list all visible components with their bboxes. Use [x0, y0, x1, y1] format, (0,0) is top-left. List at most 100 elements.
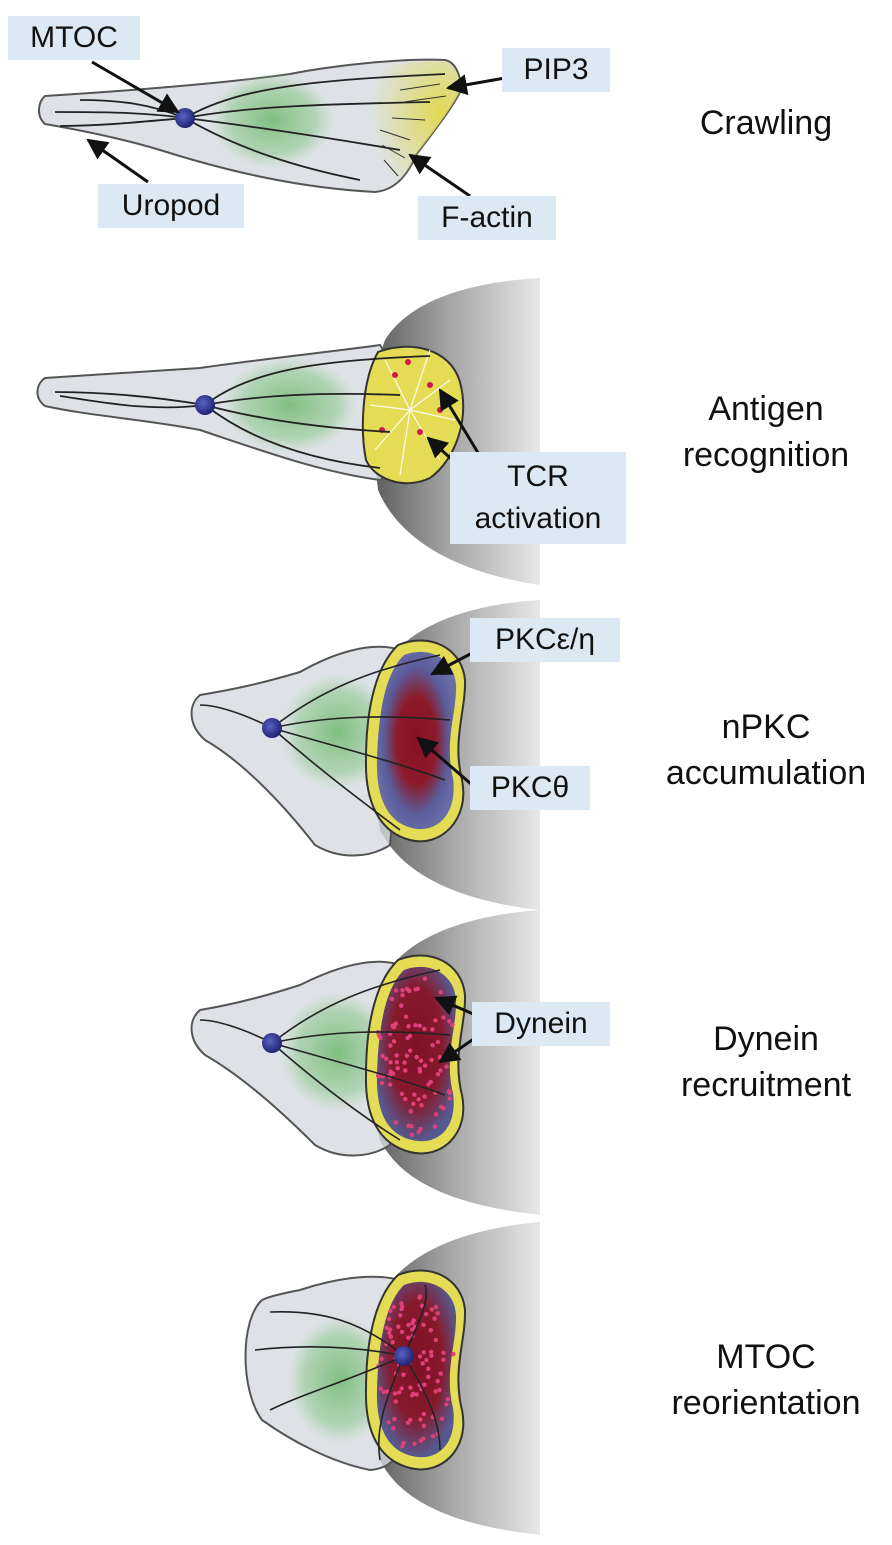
- dynein-speckle: [418, 1417, 423, 1422]
- dynein-speckle: [429, 1353, 434, 1359]
- dynein-speckle: [386, 1420, 391, 1425]
- stage-label-crawling: Crawling: [699, 104, 833, 142]
- stage-label-mtoc-reorientation: MTOC reorientation: [671, 1338, 861, 1422]
- dynein-speckle: [444, 1064, 449, 1069]
- dynein-speckle: [411, 1391, 416, 1397]
- dynein-speckle: [438, 1371, 443, 1376]
- dynein-speckle: [417, 1294, 423, 1299]
- dynein-speckle: [441, 1106, 446, 1111]
- dynein-speckle: [412, 1441, 417, 1447]
- dynein-speckle: [399, 1329, 405, 1335]
- microtubules: [54, 73, 446, 181]
- dynein-speckle: [441, 1350, 446, 1355]
- stage-label-antigen-recognition: Antigen recognition: [682, 390, 850, 474]
- dynein-speckle: [409, 1124, 414, 1129]
- stage-mtoc-reorientation-cell: [244, 1222, 540, 1535]
- arrow-factin: [408, 153, 471, 198]
- dynein-speckle: [430, 1043, 435, 1048]
- dynein-speckle: [399, 1003, 404, 1008]
- dynein-speckle: [437, 1055, 443, 1060]
- dynein-speckle: [388, 1043, 393, 1048]
- microtubules: [54, 355, 431, 469]
- dynein-speckle: [406, 1023, 411, 1029]
- dynein-speckle: [378, 1386, 383, 1391]
- dynein-speckle: [419, 1103, 424, 1108]
- dynein-speckle: [391, 1426, 396, 1431]
- callout-pip3: PIP3: [502, 48, 610, 92]
- dynein-speckle: [389, 996, 395, 1002]
- mtoc-dot: [175, 108, 195, 128]
- dynein-speckle: [426, 1082, 431, 1087]
- dynein-speckle: [434, 1304, 439, 1310]
- dynein-speckle: [413, 1023, 418, 1028]
- dynein-speckle: [432, 1124, 438, 1129]
- dynein-speckle: [438, 990, 443, 995]
- dynein-speckle: [422, 1382, 427, 1387]
- dynein-speckle: [393, 1120, 398, 1125]
- dynein-dots: [375, 976, 455, 1138]
- dynein-speckle: [395, 1066, 400, 1071]
- callout-pkc-theta: PKCθ: [470, 766, 590, 810]
- dynein-speckle: [451, 1351, 456, 1357]
- dynein-speckle: [391, 1304, 396, 1310]
- dynein-speckle: [433, 1018, 438, 1023]
- dynein-speckle: [410, 1320, 415, 1326]
- arrow-uropod: [86, 138, 149, 184]
- dynein-speckle: [421, 1350, 426, 1355]
- dynein-speckle: [394, 1053, 399, 1058]
- dynein-speckle: [408, 1109, 413, 1114]
- callout-pkc-eps-eta: PKCε/η: [470, 618, 620, 662]
- dynein-speckle: [380, 1053, 385, 1059]
- factin-filaments: [379, 83, 447, 177]
- dynein-speckle: [391, 1071, 396, 1076]
- dynein-speckle: [410, 1327, 415, 1332]
- stage-label-npkc-accumulation: nPKC accumulation: [665, 708, 867, 792]
- dynein-speckle: [441, 1357, 446, 1362]
- dynein-speckle: [400, 1444, 405, 1449]
- dynein-speckle: [379, 1356, 384, 1362]
- dynein-speckle: [408, 1048, 413, 1053]
- dynein-speckle: [379, 1080, 385, 1086]
- dynein-speckle: [403, 1068, 408, 1073]
- dynein-speckle: [421, 1436, 426, 1441]
- dynein-speckle: [411, 1101, 416, 1107]
- stage-label-dynein-recruitment: Dynein recruitment: [680, 1020, 852, 1104]
- dynein-speckle: [407, 988, 412, 993]
- dynein-speckle: [445, 1396, 451, 1402]
- dynein-speckle: [408, 1417, 413, 1423]
- dynein-speckle: [397, 1390, 402, 1395]
- dynein-speckle: [399, 1386, 404, 1391]
- dynein-speckle: [435, 1072, 441, 1077]
- dynein-speckle: [391, 1039, 397, 1044]
- dynein-speckle: [394, 1060, 400, 1065]
- dynein-speckle: [412, 1092, 417, 1097]
- callout-factin: F-actin: [418, 196, 556, 240]
- dynein-speckle: [376, 1033, 382, 1038]
- dynein-speckle: [414, 1392, 419, 1397]
- dynein-speckle: [403, 1014, 409, 1019]
- dynein-speckle: [417, 1066, 422, 1072]
- dynein-speckle: [390, 1339, 395, 1345]
- dynein-speckle: [387, 1330, 392, 1336]
- dynein-speckle: [405, 1035, 410, 1041]
- mtoc-dot: [394, 1346, 414, 1366]
- dynein-speckle: [400, 988, 405, 993]
- dynein-speckle: [406, 1322, 411, 1328]
- arrow-pkc-theta: [416, 736, 479, 792]
- dynein-speckle: [429, 1307, 435, 1312]
- dynein-speckle: [393, 1021, 398, 1026]
- dynein-speckle: [409, 1132, 415, 1138]
- leading-edge: [360, 61, 461, 192]
- dynein-speckle: [393, 1399, 398, 1404]
- dynein-speckle: [422, 1026, 427, 1032]
- dynein-speckle: [438, 1068, 443, 1073]
- dynein-speckle: [447, 1088, 452, 1094]
- microtubules: [254, 1284, 441, 1461]
- callout-mtoc: MTOC: [8, 16, 140, 60]
- dynein-speckle: [433, 1337, 439, 1343]
- dynein-speckle: [393, 988, 399, 993]
- dynein-speckle: [430, 1027, 435, 1032]
- dynein-speckle: [392, 1416, 397, 1422]
- dynein-speckle: [414, 1054, 419, 1060]
- dynein-speckle: [388, 1334, 393, 1339]
